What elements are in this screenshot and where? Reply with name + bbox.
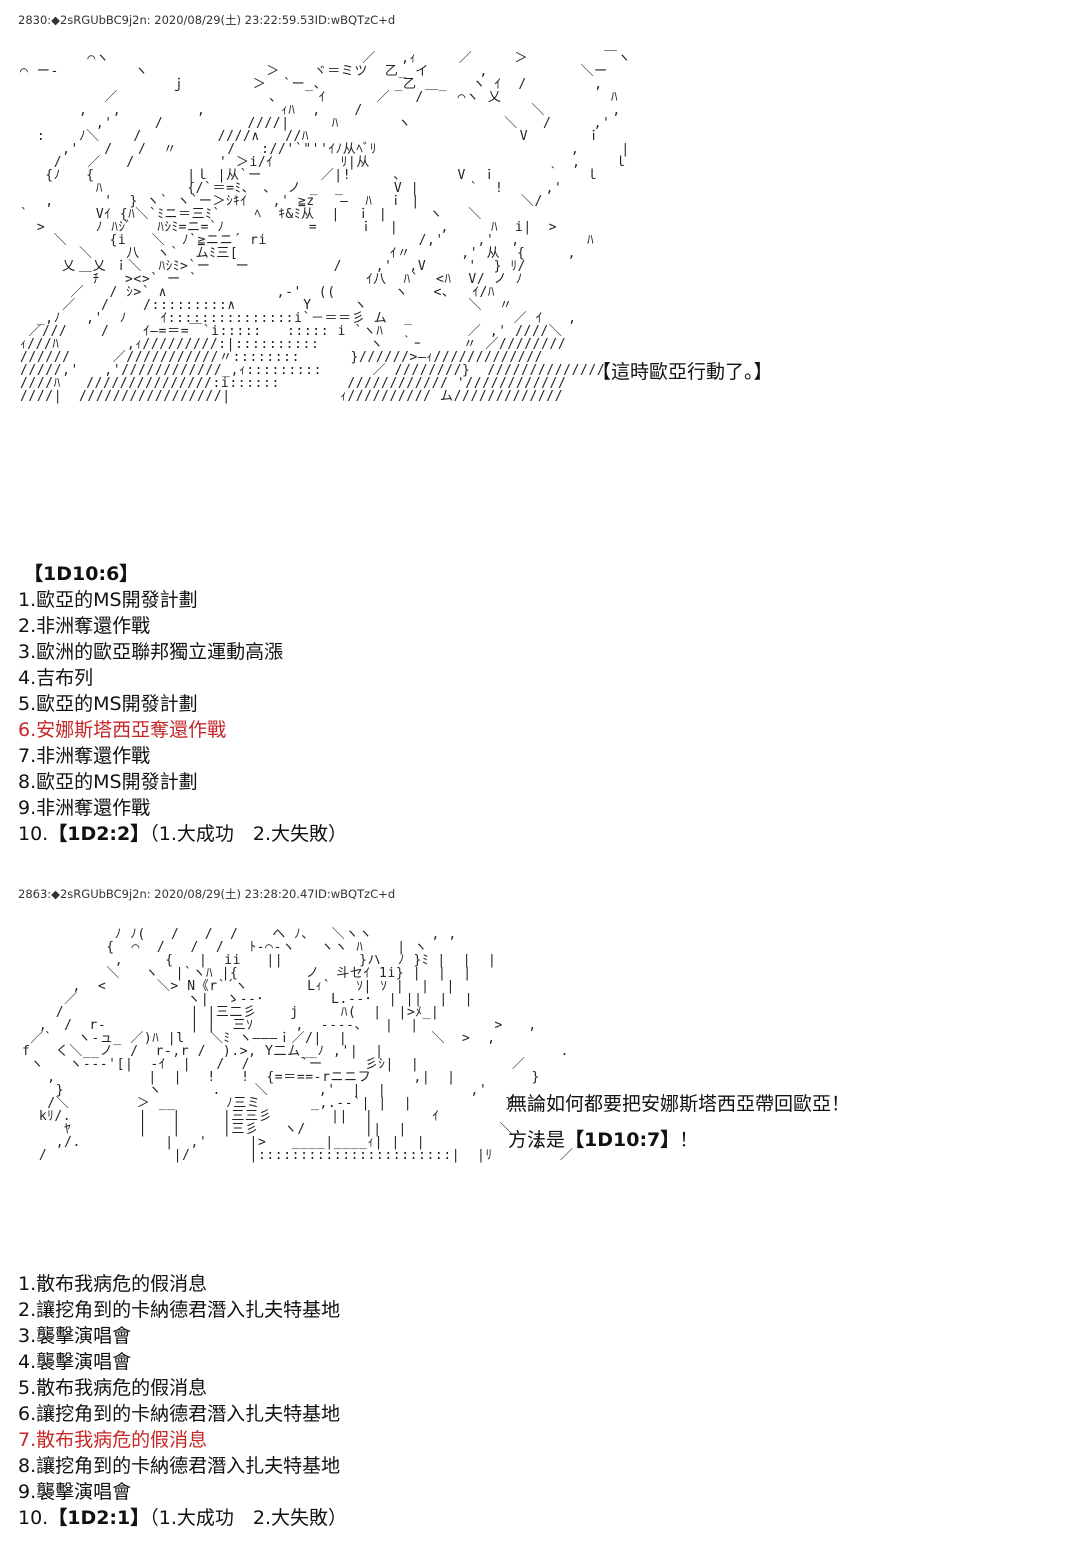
post-caption-line2: 方法是【1D10:7】！ [508, 1129, 699, 1151]
dice-roll-label: 【1D10:6】 [24, 563, 139, 585]
list-item: 1.歐亞的MS開發計劃 [18, 589, 198, 611]
list-item-selected: 6.安娜斯塔西亞奪還作戰 [18, 719, 227, 741]
list-item: 2.非洲奪還作戰 [18, 615, 151, 637]
post-header: 2830:◆2sRGUbBC9j2n: 2020/08/29(土) 23:22:… [18, 13, 396, 27]
list-item: 7.非洲奪還作戰 [18, 745, 151, 767]
list-item: 8.歐亞的MS開發計劃 [18, 771, 198, 793]
list-item: 3.歐洲的歐亞聯邦獨立運動高漲 [18, 641, 284, 663]
list-item: 5.歐亞的MS開發計劃 [18, 693, 198, 715]
list-item: 8.讓挖角到的卡納德君潛入扎夫特基地 [18, 1455, 341, 1477]
list-item: 4.吉布列 [18, 667, 94, 689]
list-item: 3.襲擊演唱會 [18, 1325, 132, 1347]
list-item: 6.讓挖角到的卡納德君潛入扎夫特基地 [18, 1403, 341, 1425]
list-item-last: 10.【1D2:1】（1.大成功 2.大失敗） [18, 1507, 348, 1529]
post-caption: 【這時歐亞行動了。】 [592, 361, 773, 383]
ascii-art-character-figure: ﾉ ﾉ( / / / ヘ ﾉ、 ＼ヽヽ , , { ⌒ / / / ﾄ-⌒-ヽ … [22, 927, 574, 1163]
list-item: 9.襲擊演唱會 [18, 1481, 132, 1503]
list-item: 5.散布我病危的假消息 [18, 1377, 208, 1399]
list-item: 2.讓挖角到的卡納德君潛入扎夫特基地 [18, 1299, 341, 1321]
list-item-last: 10.【1D2:2】（1.大成功 2.大失敗） [18, 823, 348, 845]
post-caption-line1: 無論如何都要把安娜斯塔西亞帶回歐亞！ [508, 1093, 851, 1115]
list-item: 9.非洲奪還作戰 [18, 797, 151, 819]
list-item: 4.襲擊演唱會 [18, 1351, 132, 1373]
choice-list: 【1D10:6】 1.歐亞的MS開發計劃 2.非洲奪還作戰 3.歐洲的歐亞聯邦獨… [18, 561, 347, 847]
choice-list: 1.散布我病危的假消息 2.讓挖角到的卡納德君潛入扎夫特基地 3.襲擊演唱會 4… [18, 1271, 347, 1531]
ascii-art-character-portrait: ⌒ヽ ／ ,ｨ ／ ＞ ￣ヽ ⌒ ー‐ ヽ ＞ ヾ＝ミツ 乙_ イ , ＼ー ｊ… [20, 51, 632, 404]
list-item: 1.散布我病危的假消息 [18, 1273, 208, 1295]
post-header: 2863:◆2sRGUbBC9j2n: 2020/08/29(土) 23:28:… [18, 887, 396, 901]
list-item-selected: 7.散布我病危的假消息 [18, 1429, 208, 1451]
